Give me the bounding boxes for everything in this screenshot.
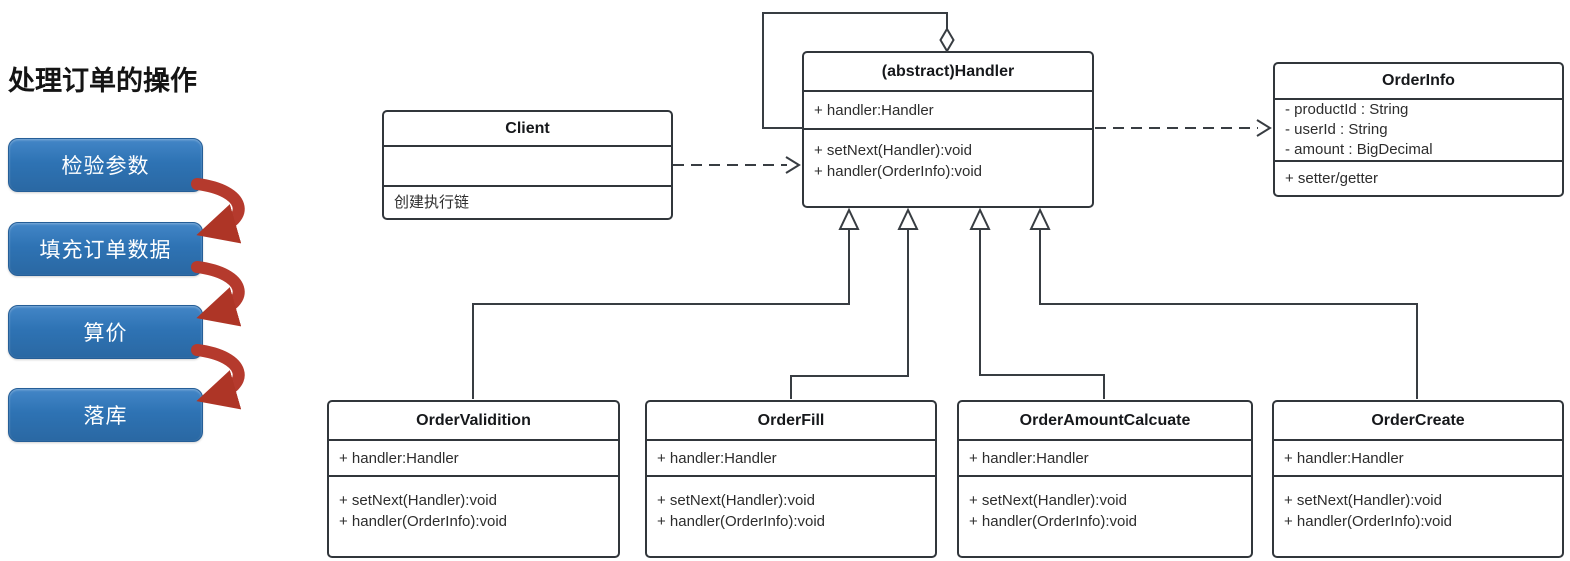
- flow-step-label: 检验参数: [61, 155, 150, 178]
- method-line: + setNext(Handler):void: [339, 492, 497, 509]
- class-methods: + setter/getter: [1275, 160, 1562, 195]
- attribute-line: + handler:Handler: [657, 449, 777, 467]
- flow-step-fill-order-data: 填充订单数据: [8, 222, 203, 276]
- flow-arrow-icon: [191, 261, 245, 327]
- method-line: + setter/getter: [1285, 170, 1378, 187]
- class-title: (abstract)Handler: [881, 62, 1015, 80]
- class-attributes: + handler:Handler: [804, 90, 1092, 128]
- method-line: 创建执行链: [394, 194, 470, 211]
- flow-step-validate-params: 检验参数: [8, 138, 203, 192]
- method-line: + setNext(Handler):void: [969, 492, 1127, 509]
- method-line: + handler(OrderInfo):void: [814, 163, 983, 180]
- class-methods: 创建执行链: [384, 185, 671, 218]
- inheritance-triangle-icon: [969, 207, 991, 230]
- class-methods: + setNext(Handler):void + handler(OrderI…: [959, 475, 1251, 556]
- flow-step-label: 落库: [83, 405, 128, 428]
- method-line: + handler(OrderInfo):void: [339, 513, 508, 530]
- class-methods: + setNext(Handler):void + handler(OrderI…: [1274, 475, 1562, 556]
- class-title: OrderCreate: [1371, 411, 1465, 429]
- class-methods: + setNext(Handler):void + handler(OrderI…: [804, 128, 1092, 206]
- class-attributes: + handler:Handler: [959, 439, 1251, 475]
- inheritance-triangle-icon: [838, 207, 860, 230]
- attribute-line: + handler:Handler: [339, 449, 459, 467]
- class-methods: + setNext(Handler):void + handler(OrderI…: [329, 475, 618, 556]
- flow-step-label: 算价: [83, 322, 128, 345]
- attribute-line: + handler:Handler: [1284, 449, 1404, 467]
- class-title: OrderFill: [757, 411, 825, 429]
- class-box-client: Client 创建执行链: [382, 110, 673, 220]
- class-methods: + setNext(Handler):void + handler(OrderI…: [647, 475, 935, 556]
- attribute-line: - amount : BigDecimal: [1285, 141, 1433, 158]
- class-attributes: [384, 145, 671, 185]
- flow-arrow-icon: [191, 344, 245, 410]
- open-arrowhead-icon: [1256, 119, 1272, 137]
- class-box-orderamountcalcuate: OrderAmountCalcuate + handler:Handler + …: [957, 400, 1253, 558]
- generalization-orderamountcalcuate-line: [979, 230, 1105, 399]
- attribute-line: + handler:Handler: [969, 449, 1089, 467]
- class-title: OrderInfo: [1382, 72, 1455, 89]
- attribute-line: + handler:Handler: [814, 101, 934, 119]
- method-line: + handler(OrderInfo):void: [969, 513, 1138, 530]
- method-line: + setNext(Handler):void: [814, 142, 972, 159]
- flow-step-label: 填充订单数据: [39, 239, 172, 262]
- generalization-orderfill-line: [790, 230, 909, 399]
- class-attributes: + handler:Handler: [329, 439, 618, 475]
- method-line: + setNext(Handler):void: [1284, 492, 1442, 509]
- inheritance-triangle-icon: [1029, 207, 1051, 230]
- class-attributes: + handler:Handler: [1274, 439, 1562, 475]
- class-attributes: - productId : String - userId : String -…: [1275, 98, 1562, 160]
- generalization-ordercreate-line: [1039, 230, 1418, 399]
- class-box-ordercreate: OrderCreate + handler:Handler + setNext(…: [1272, 400, 1564, 558]
- class-title: Client: [505, 119, 550, 137]
- class-box-handler: (abstract)Handler + handler:Handler + se…: [802, 51, 1094, 208]
- inheritance-triangle-icon: [897, 207, 919, 230]
- attribute-line: - userId : String: [1285, 121, 1388, 138]
- attribute-line: - productId : String: [1285, 101, 1409, 118]
- generalization-ordervalidition-line: [472, 230, 850, 399]
- panel-title: 处理订单的操作: [8, 66, 197, 97]
- flow-step-save-db: 落库: [8, 388, 203, 442]
- flow-arrow-icon: [191, 178, 245, 244]
- method-line: + setNext(Handler):void: [657, 492, 815, 509]
- method-line: + handler(OrderInfo):void: [657, 513, 826, 530]
- class-title: OrderAmountCalcuate: [1019, 411, 1191, 429]
- class-attributes: + handler:Handler: [647, 439, 935, 475]
- flow-step-calc-price: 算价: [8, 305, 203, 359]
- class-box-orderinfo: OrderInfo - productId : String - userId …: [1273, 62, 1564, 197]
- class-box-orderfill: OrderFill + handler:Handler + setNext(Ha…: [645, 400, 937, 558]
- class-box-ordervalidition: OrderValidition + handler:Handler + setN…: [327, 400, 620, 558]
- aggregation-diamond-icon: [939, 27, 955, 53]
- open-arrowhead-icon: [785, 156, 801, 174]
- method-line: + handler(OrderInfo):void: [1284, 513, 1453, 530]
- class-title: OrderValidition: [416, 411, 531, 429]
